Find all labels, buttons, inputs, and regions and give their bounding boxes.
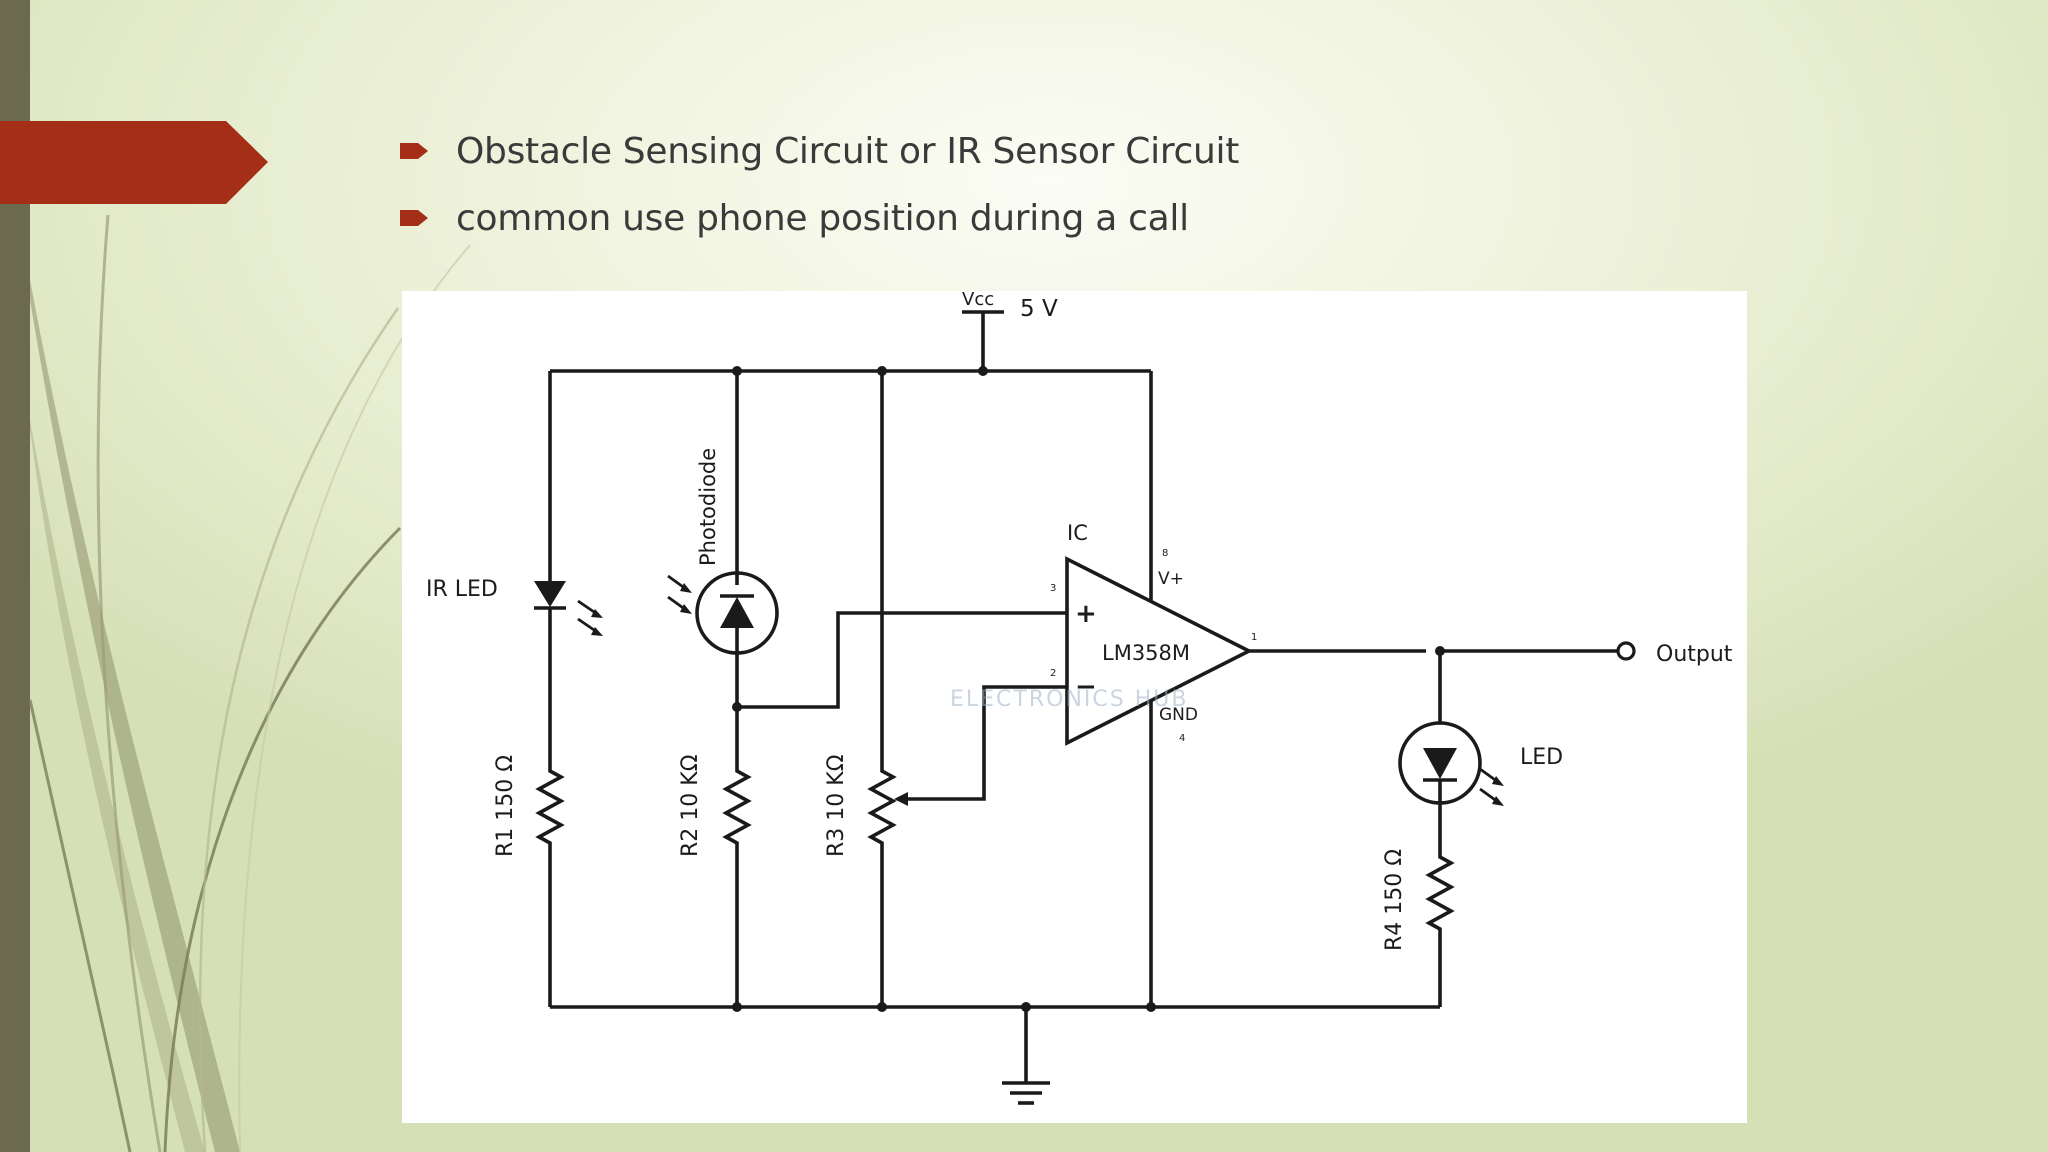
supply-voltage-label: 5 V (1020, 296, 1058, 322)
ir-led-label: IR LED (426, 577, 498, 602)
pin-2-label: 2 (1050, 668, 1056, 679)
pin-8-label: 8 (1162, 548, 1168, 559)
r4-label: R4 150 Ω (1382, 849, 1407, 951)
bullet-text: common use phone position during a call (456, 197, 1189, 239)
vcc-label: Vcc (962, 291, 994, 310)
potentiometer-r3 (867, 765, 897, 1007)
resistor-r4 (1425, 851, 1455, 1007)
output-label: Output (1656, 642, 1733, 667)
pin-3-label: 3 (1050, 583, 1056, 594)
ir-sensor-circuit-schematic: Vcc 5 V (426, 289, 1733, 1105)
resistor-r2 (722, 765, 752, 1007)
accent-arrow-shape (0, 121, 268, 204)
bullet-text: Obstacle Sensing Circuit or IR Sensor Ci… (456, 130, 1240, 172)
photodiode-symbol (720, 597, 754, 628)
opamp-triangle (1065, 556, 1253, 746)
resistor-r1 (535, 765, 565, 1007)
photodiode-label: Photodiode (696, 448, 720, 566)
pin-1-label: 1 (1251, 632, 1257, 643)
circuit-diagram-image: Vcc 5 V (402, 289, 1747, 1123)
bullet-arrow-icon (400, 140, 430, 162)
vplus-label: V+ (1158, 569, 1184, 589)
output-terminal (1616, 641, 1636, 661)
watermark: ELECTRONICS HUB (950, 687, 1188, 712)
wire-to-inverting-input (897, 685, 1067, 801)
pin-4-label: 4 (1179, 733, 1185, 744)
plus-sign: + (1075, 599, 1097, 629)
led-label: LED (1520, 745, 1563, 770)
ic-label: IC (1067, 521, 1088, 545)
gnd-label: GND (1159, 705, 1198, 725)
bullet-item-2: common use phone position during a call (400, 193, 1189, 243)
bullet-arrow-icon (400, 207, 430, 229)
ir-led-symbol (534, 581, 566, 607)
ic-part-number: LM358M (1102, 641, 1190, 665)
r1-label: R1 150 Ω (493, 755, 518, 857)
wire-to-noninverting-input (737, 611, 1067, 709)
minus-sign: − (1075, 672, 1097, 702)
output-led-symbol (1423, 748, 1457, 779)
bullet-item-1: Obstacle Sensing Circuit or IR Sensor Ci… (400, 126, 1239, 176)
r3-label: R3 10 KΩ (824, 754, 849, 857)
r2-label: R2 10 KΩ (678, 754, 703, 857)
